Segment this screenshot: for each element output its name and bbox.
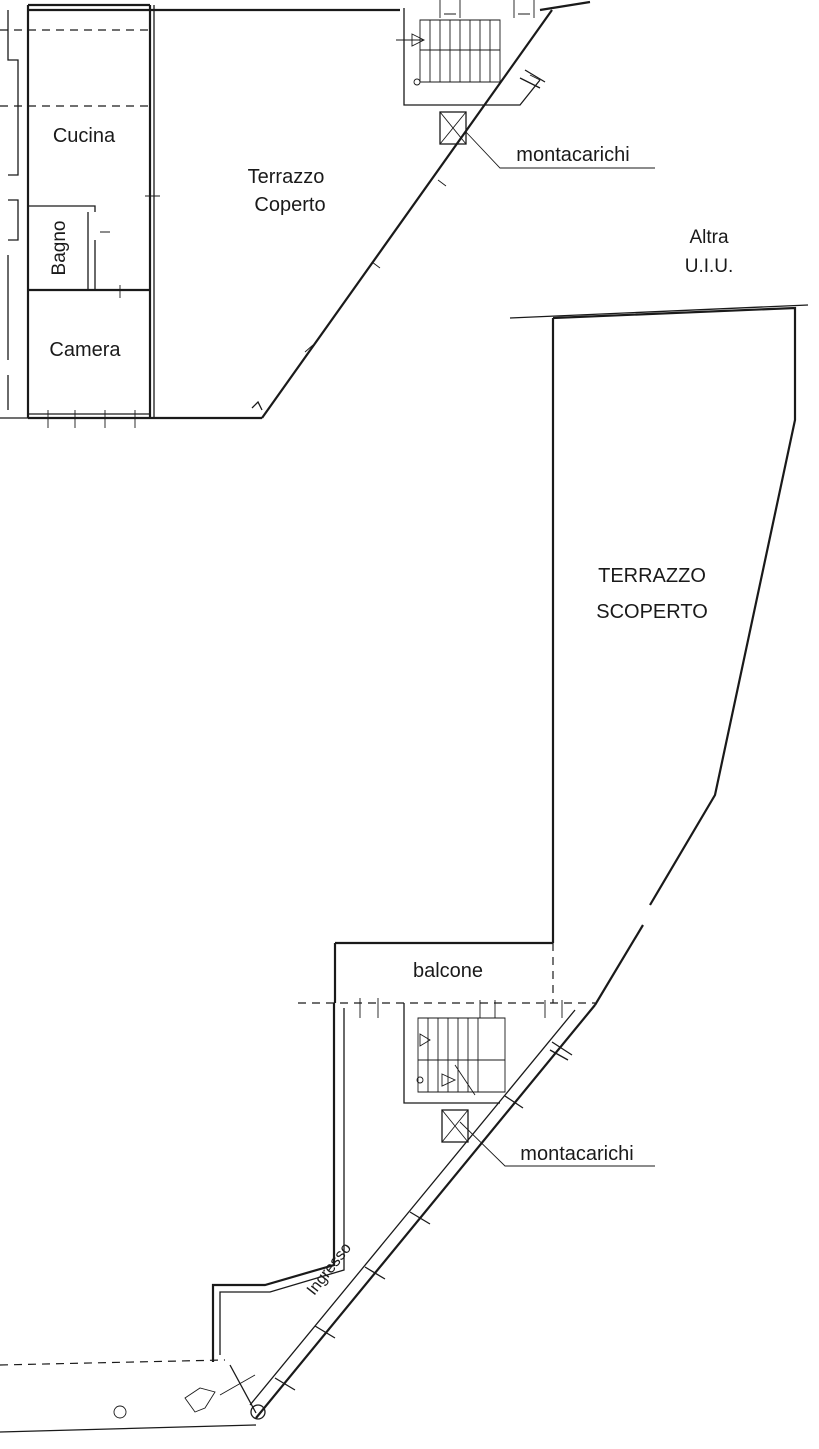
label-bagno: Bagno	[49, 221, 70, 276]
label-altra: Altra	[689, 227, 729, 248]
lower-unit	[0, 998, 655, 1433]
balcone-area	[298, 941, 595, 1004]
label-montacarichi-bottom: montacarichi	[520, 1143, 633, 1165]
label-terrazzo-scoperto-1: TERRAZZO	[598, 565, 706, 587]
upper-unit	[0, 0, 655, 428]
property-boundary	[509, 304, 809, 319]
label-terrazzo-coperto-1: Terrazzo	[248, 166, 325, 188]
label-terrazzo-scoperto-2: SCOPERTO	[596, 601, 708, 623]
label-camera: Camera	[49, 339, 121, 361]
label-montacarichi-top: montacarichi	[516, 144, 629, 166]
label-balcone: balcone	[413, 960, 483, 982]
label-terrazzo-coperto-2: Coperto	[254, 194, 325, 216]
label-uiu: U.I.U.	[685, 256, 734, 277]
terrazzo-scoperto	[551, 306, 797, 1006]
label-cucina: Cucina	[53, 125, 116, 147]
label-ingresso: Ingresso	[304, 1240, 355, 1299]
